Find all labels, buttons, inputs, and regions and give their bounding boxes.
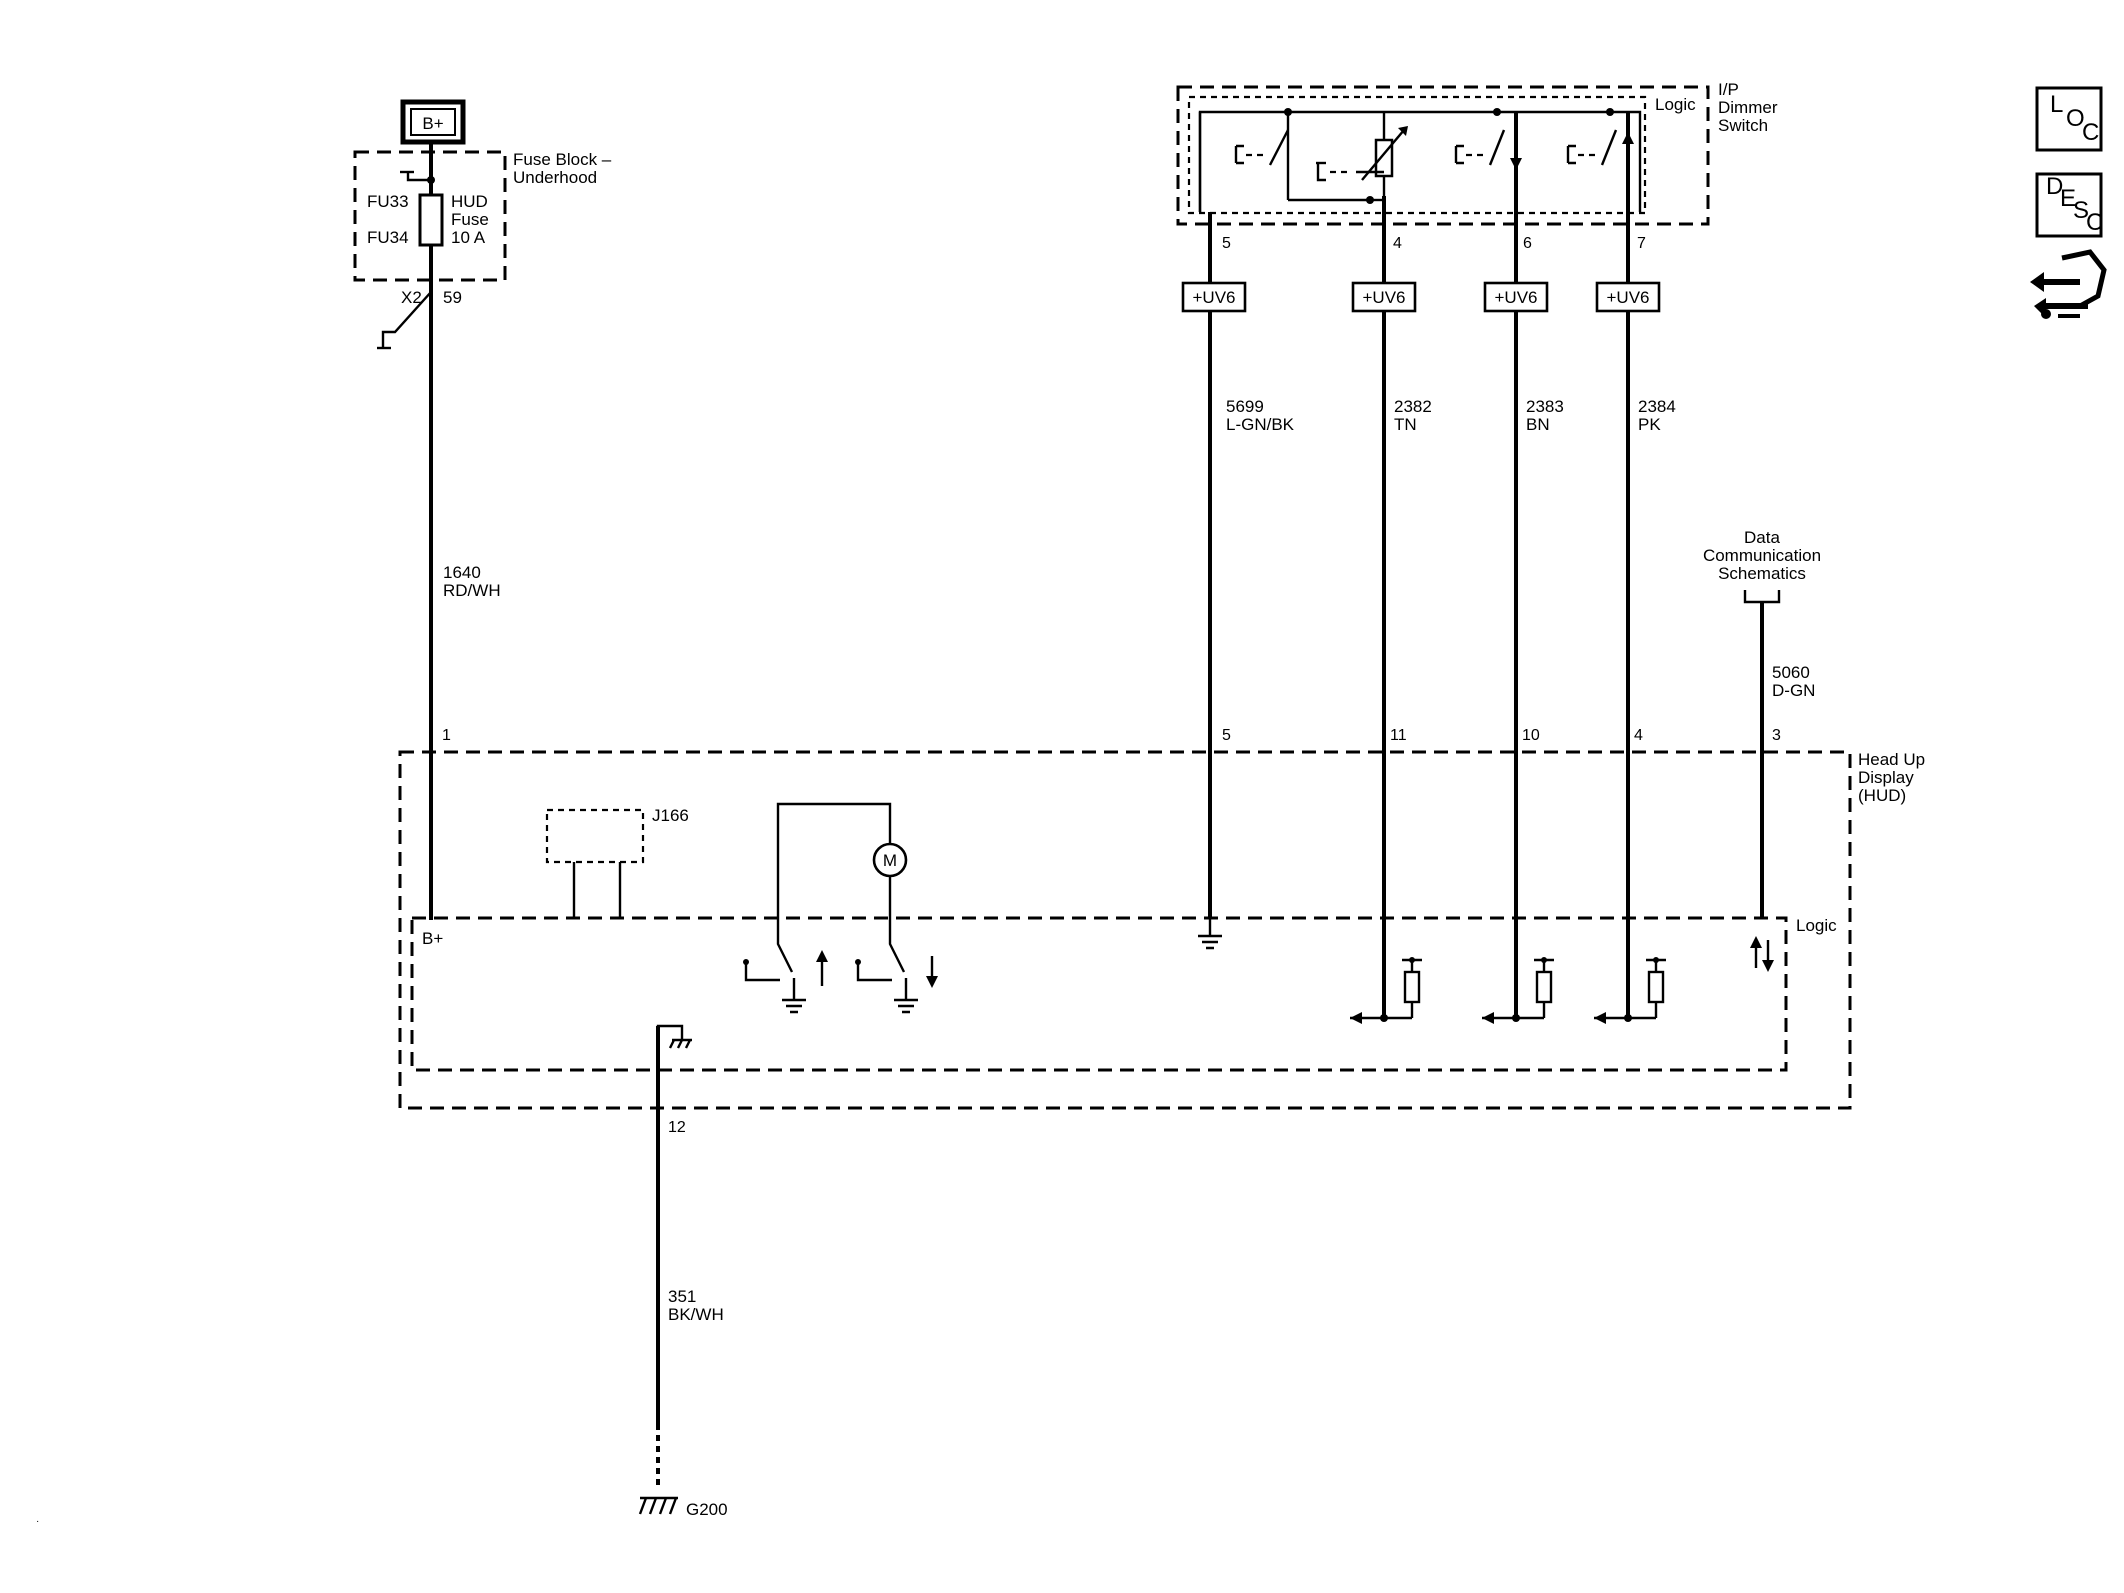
svg-text:+UV6: +UV6 bbox=[1495, 288, 1538, 307]
dimmer-switch-down[interactable] bbox=[1454, 129, 1522, 170]
hud-pin-10: 10 bbox=[1522, 727, 1540, 744]
connector-pinout-icon[interactable] bbox=[2030, 249, 2107, 319]
hud-pin-12: 12 bbox=[668, 1119, 686, 1136]
text-line: Head Up bbox=[1858, 750, 1925, 769]
text-line: Schematics bbox=[1718, 564, 1806, 583]
signal-wires: +UV6 +UV6 +UV6 +UV6 5699 L-GN/BK 2382 TN… bbox=[1181, 112, 1676, 1016]
svg-text:+UV6: +UV6 bbox=[1607, 288, 1650, 307]
wire-2384-circuit: 2384 bbox=[1638, 397, 1676, 416]
fuse-label-fu34: FU34 bbox=[367, 228, 409, 247]
hud-switch-down[interactable] bbox=[855, 918, 938, 1014]
ground-g200-label: G200 bbox=[686, 1500, 728, 1519]
fuse-connector-label: X2 bbox=[401, 288, 422, 307]
connector-uv6-2: +UV6 bbox=[1351, 281, 1417, 313]
fuse-label-fu33: FU33 bbox=[367, 192, 409, 211]
svg-text:O: O bbox=[2066, 105, 2085, 132]
text-line: Fuse bbox=[451, 210, 489, 229]
pullup-resistor-2384[interactable] bbox=[1594, 957, 1666, 1024]
svg-text:C: C bbox=[2082, 119, 2099, 146]
wire-5699-color: L-GN/BK bbox=[1226, 415, 1295, 434]
fuse-pin-label: 59 bbox=[443, 288, 462, 307]
dimmer-switch-section-1[interactable] bbox=[1234, 112, 1370, 202]
desc-button[interactable]: D E S C bbox=[2035, 172, 2103, 238]
text-line: 10 A bbox=[451, 228, 486, 247]
text-line: Underhood bbox=[513, 168, 597, 187]
wire-2382-color: TN bbox=[1394, 415, 1417, 434]
text-line: Data bbox=[1744, 528, 1780, 547]
hud-pin-11: 11 bbox=[1390, 727, 1407, 744]
connector-uv6-1: +UV6 bbox=[1181, 281, 1247, 313]
text-line: Communication bbox=[1703, 546, 1821, 565]
wire-351-circuit: 351 bbox=[668, 1287, 696, 1306]
wire-5060-circuit: 5060 bbox=[1772, 663, 1810, 682]
hud-switch-up[interactable] bbox=[743, 918, 828, 1014]
svg-text:RD/WH: RD/WH bbox=[443, 581, 501, 600]
dimmer-pin-6: 6 bbox=[1523, 235, 1532, 252]
text-line: Display bbox=[1858, 768, 1914, 787]
ground-g200-icon[interactable] bbox=[638, 1496, 678, 1515]
wire-2383-color: BN bbox=[1526, 415, 1550, 434]
dimmer-pin-7: 7 bbox=[1637, 235, 1646, 252]
svg-text:+UV6: +UV6 bbox=[1193, 288, 1236, 307]
svg-text:L: L bbox=[2050, 91, 2063, 118]
svg-text:C: C bbox=[2086, 209, 2103, 236]
text-line: Fuse Block – bbox=[513, 150, 612, 169]
hud-pin-1: 1 bbox=[442, 727, 451, 744]
svg-text:S: S bbox=[2073, 197, 2089, 224]
hud-pin-5: 5 bbox=[1222, 727, 1231, 744]
connector-uv6-4: +UV6 bbox=[1595, 281, 1661, 313]
hud-internal-ground-icon bbox=[1198, 918, 1222, 950]
wire-2383-circuit: 2383 bbox=[1526, 397, 1564, 416]
fuse-icon[interactable] bbox=[418, 193, 444, 247]
svg-text:1640: 1640 bbox=[443, 563, 481, 582]
dimmer-switch-up[interactable] bbox=[1566, 129, 1634, 168]
power-label: B+ bbox=[422, 114, 443, 133]
svg-text:+UV6: +UV6 bbox=[1363, 288, 1406, 307]
dimmer-pin-5: 5 bbox=[1222, 235, 1231, 252]
hud-pin-3: 3 bbox=[1772, 727, 1781, 744]
wire-351-color: BK/WH bbox=[668, 1305, 724, 1324]
hud-bplus-label: B+ bbox=[422, 929, 443, 948]
dimmer-pin-4: 4 bbox=[1393, 235, 1402, 252]
svg-text:E: E bbox=[2060, 185, 2076, 212]
pullup-resistor-2383[interactable] bbox=[1482, 957, 1554, 1024]
hud-pin-4: 4 bbox=[1634, 727, 1643, 744]
j166-label: J166 bbox=[652, 806, 689, 825]
hud-logic-label: Logic bbox=[1796, 916, 1837, 935]
motor-label: M bbox=[883, 851, 897, 870]
dimmer-rheostat-icon[interactable] bbox=[1316, 112, 1408, 204]
wire-2384-color: PK bbox=[1638, 415, 1661, 434]
connector-uv6-3: +UV6 bbox=[1483, 281, 1549, 313]
corner-mark: · bbox=[36, 1516, 39, 1527]
text-line: HUD bbox=[451, 192, 488, 211]
pullup-resistor-2382[interactable] bbox=[1350, 957, 1422, 1024]
text-line: I/P bbox=[1718, 80, 1739, 99]
data-comm-arrows-icon bbox=[1750, 936, 1774, 972]
wire-5060-color: D-GN bbox=[1772, 681, 1815, 700]
hud-chassis-ground-icon bbox=[656, 1024, 692, 1052]
svg-text:D: D bbox=[2046, 173, 2063, 200]
power-source: B+ bbox=[400, 99, 466, 145]
wire-2382-circuit: 2382 bbox=[1394, 397, 1432, 416]
loc-button[interactable]: L O C bbox=[2035, 86, 2103, 152]
ground-circuit: 12 351 BK/WH G200 bbox=[638, 1026, 728, 1519]
fuse-block-name: Fuse Block –Underhood bbox=[513, 150, 612, 187]
text-line: (HUD) bbox=[1858, 786, 1906, 805]
wire-5699-circuit: 5699 bbox=[1226, 397, 1264, 416]
dimmer-logic-label: Logic bbox=[1655, 95, 1696, 114]
text-line: Switch bbox=[1718, 116, 1768, 135]
wire-1640-label: 1640 RD/WH 1 bbox=[442, 563, 501, 744]
text-line: Dimmer bbox=[1718, 98, 1778, 117]
